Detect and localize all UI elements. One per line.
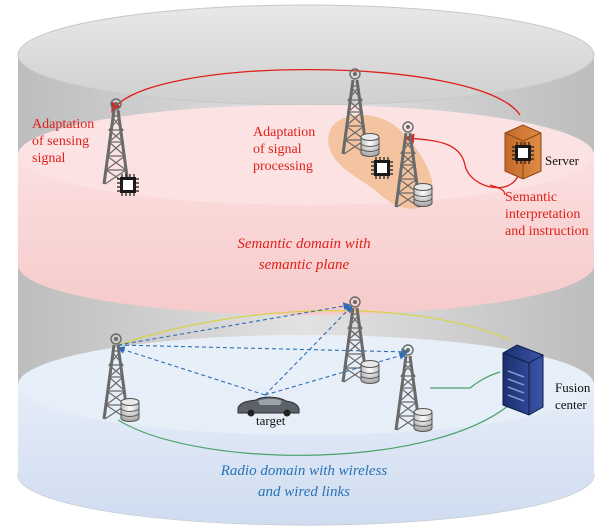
svg-text:signal: signal [32,151,66,166]
database-icon [120,398,140,422]
label-adaptation-processing: Adaptation of signal processing [253,125,315,174]
svg-text:semantic plane: semantic plane [259,257,350,273]
svg-text:Adaptation: Adaptation [32,117,94,132]
database-icon [360,133,380,157]
semantic-plane [18,105,594,315]
ai-chip-icon [370,156,394,180]
fusion-server-icon [502,344,544,416]
instruction-arrow-tail [489,184,506,196]
svg-text:and instruction: and instruction [505,224,589,239]
fusion-center-label-line2: center [555,397,587,412]
ai-chip-icon [116,173,140,197]
svg-text:of sensing: of sensing [32,134,89,149]
instruction-arrow [403,133,521,189]
svg-text:processing: processing [253,159,313,174]
wired-link [117,310,511,346]
car-icon [237,396,300,417]
semantic-domain-title: Semantic domain with semantic plane [237,236,370,273]
wired-link [117,399,516,456]
svg-text:Adaptation: Adaptation [253,125,315,140]
label-semantic-interpretation: Semantic interpretation and instruction [505,190,589,239]
svg-text:Semantic: Semantic [505,190,557,205]
feedback-arc [111,68,521,116]
svg-text:and wired links: and wired links [258,484,350,500]
database-icon [413,183,433,207]
svg-text:interpretation: interpretation [505,207,580,222]
database-icon [360,360,380,384]
target-label: target [256,413,286,428]
label-adaptation-sensing: Adaptation of sensing signal [32,117,94,166]
wired-link [430,371,501,389]
svg-text:Semantic domain with: Semantic domain with [237,236,370,252]
radio-domain-title: Radio domain with wireless and wired lin… [220,463,388,500]
server-label: Server [545,153,580,168]
svg-text:Radio domain with wireless: Radio domain with wireless [220,463,388,479]
server-icon [504,124,542,180]
database-icon [413,408,433,432]
radio-plane [18,335,594,525]
svg-text:of signal: of signal [253,142,302,157]
fusion-center-label: Fusion [555,380,591,395]
top-plane [17,4,595,106]
